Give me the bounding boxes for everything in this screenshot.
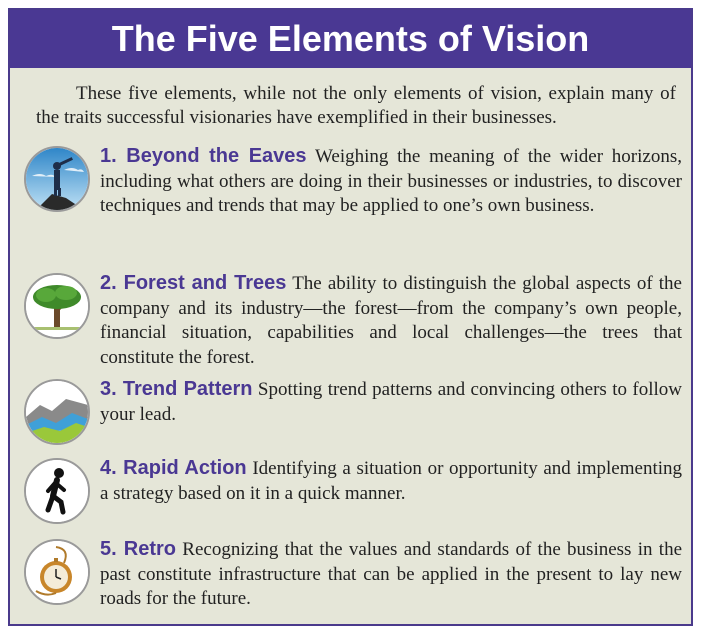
item-heading: 4. Rapid Action <box>100 457 247 479</box>
telescope-man-icon <box>24 146 90 212</box>
page-title: The Five Elements of Vision <box>10 10 691 68</box>
item-heading: 5. Retro <box>100 538 177 560</box>
item-text: 1. Beyond the Eaves Weighing the meaning… <box>100 144 682 219</box>
item-heading: 1. Beyond the Eaves <box>100 145 307 167</box>
intro-paragraph: These five elements, while not the only … <box>36 83 676 128</box>
item-body: Weighing the meaning of the wider horizo… <box>100 146 682 216</box>
item-body: Recognizing that the values and standard… <box>100 539 682 609</box>
item-body: The ability to distinguish the global as… <box>100 273 682 368</box>
item-text: 2. Forest and Trees The ability to disti… <box>100 271 682 370</box>
item-heading: 3. Trend Pattern <box>100 378 253 400</box>
walking-person-icon <box>24 458 90 524</box>
item-text: 5. Retro Recognizing that the values and… <box>100 537 682 612</box>
item-text: 3. Trend Pattern Spotting trend patterns… <box>100 377 682 427</box>
item-body: Spotting trend patterns and convincing o… <box>100 379 682 425</box>
tree-icon <box>24 273 90 339</box>
item-text: 4. Rapid Action Identifying a situation … <box>100 456 682 506</box>
pocket-watch-icon <box>24 539 90 605</box>
item-heading: 2. Forest and Trees <box>100 272 287 294</box>
trend-layers-icon <box>24 379 90 445</box>
vision-panel: The Five Elements of Vision These five e… <box>8 8 693 626</box>
item-body: Identifying a situation or opportunity a… <box>100 458 683 504</box>
